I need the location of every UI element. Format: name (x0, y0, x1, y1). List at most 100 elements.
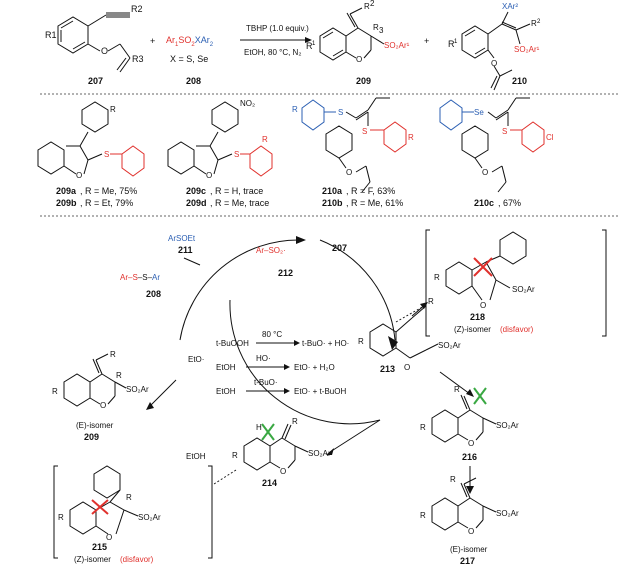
svg-text:R: R (531, 19, 537, 28)
compound-number-207-mech: 207 (332, 243, 347, 253)
example-name-210b: 210b (322, 198, 343, 208)
disulfide-label: Ar–S–S–Ar (120, 273, 160, 282)
svg-text:209c: 209c (186, 186, 206, 196)
reaction-arrow-main: TBHP (1.0 equiv.) EtOH, 80 °C, N₂ (240, 24, 312, 57)
catalytic-cycle-arc (179, 236, 398, 425)
r2-label-207: R2 (131, 4, 143, 14)
disfavor-label-218: (disfavor) (500, 325, 534, 334)
example-name-209c: 209c (186, 186, 206, 196)
svg-text:R: R (116, 371, 122, 380)
svg-text:R: R (306, 41, 313, 51)
intermediate-218-bracketed: O SO₂Ar R 218 (Z)-isomer (disfavor) (425, 229, 607, 337)
svg-text:209d: 209d (186, 198, 207, 208)
plus-sign: + (150, 36, 155, 46)
svg-text:SO₂Ar: SO₂Ar (438, 341, 461, 350)
arrow-213-to-216 (439, 371, 471, 395)
compound-number-207: 207 (88, 76, 103, 86)
dashed-arrow-to-218 (395, 305, 425, 323)
compound-number-211: 211 (178, 245, 193, 255)
svg-text:SO₂Ar: SO₂Ar (126, 385, 149, 394)
ar1so2-text: Ar (166, 35, 175, 45)
compound-number-214: 214 (262, 478, 277, 488)
example-209a-209b: R O S 209a, R = Me, 75% 209b, R = Et, 79… (37, 101, 145, 208)
svg-text:R: R (358, 337, 364, 346)
example-name-209d: 209d (186, 198, 207, 208)
condition-line-2: EtOH, 80 °C, N₂ (244, 48, 301, 57)
z-isomer-label-218: (Z)-isomer (454, 325, 491, 334)
svg-text:, R = Me, 75%: , R = Me, 75% (80, 186, 137, 196)
dashed-arrow-to-215 (213, 469, 237, 485)
intermediate-215-bracketed: O R SO₂Ar R 215 (Z)-isomer (disfavor) (53, 465, 213, 564)
etoh-bottom-label: EtOH (186, 452, 206, 461)
svg-text:O: O (280, 467, 286, 476)
oxygen-label: O (101, 46, 108, 56)
svg-text:, R = Me, 61%: , R = Me, 61% (346, 198, 403, 208)
compound-number-209-mech: 209 (84, 432, 99, 442)
disulfide-full: Ar–S–S–Ar (130, 263, 170, 272)
compound-number-216: 216 (462, 452, 477, 462)
rxn1-reactant: t-BuOOH (216, 339, 249, 348)
svg-text:O: O (491, 59, 497, 68)
rxn2-reagent: HO· (256, 354, 271, 363)
svg-text:O: O (76, 171, 82, 180)
example-name-209b: 209b (56, 198, 77, 208)
compound-number-209-top: 209 (356, 76, 371, 86)
svg-text:H: H (256, 423, 262, 432)
svg-text:1: 1 (312, 41, 316, 47)
compound-number-210-top: 210 (512, 76, 527, 86)
svg-text:S: S (502, 127, 507, 136)
intermediate-216: O R SO₂Ar R 216 (420, 385, 519, 462)
arrow-213-to-214 (329, 419, 381, 453)
svg-text:, R = F, 63%: , R = F, 63% (346, 186, 395, 196)
svg-text:+: + (424, 36, 429, 46)
svg-text:210c: 210c (474, 198, 494, 208)
rxn3-reactant: EtOH (216, 387, 236, 396)
rxn3-reagent: t-BuO· (254, 378, 278, 387)
rxn3-products: EtO· + t-BuOH (294, 387, 346, 396)
svg-text:R: R (373, 23, 379, 32)
rxn1-products: t-BuO· + HO· (302, 339, 349, 348)
svg-text:O: O (468, 527, 474, 536)
svg-text:O: O (482, 168, 488, 177)
reactant-207: O (57, 12, 131, 73)
svg-text:O: O (346, 168, 352, 177)
svg-text:O: O (106, 533, 112, 542)
svg-text:O: O (468, 439, 474, 448)
product-217: O R SO₂Ar R (E)-isomer 217 (420, 475, 519, 566)
arsoet-label: ArSOEt (168, 234, 196, 243)
svg-text:S: S (234, 150, 239, 159)
svg-text:R: R (428, 297, 434, 306)
compound-number-215: 215 (92, 542, 107, 552)
intermediate-213: O R SO₂Ar R 213 (358, 297, 461, 374)
example-name-210c: 210c (474, 198, 494, 208)
example-name-210a: 210a (322, 186, 343, 196)
svg-text:SO₂Ar: SO₂Ar (496, 509, 519, 518)
svg-text:R: R (420, 423, 426, 432)
eto-radical-label: EtO· (188, 355, 204, 364)
svg-text:XAr²: XAr² (502, 2, 518, 11)
svg-text:SO₂Ar: SO₂Ar (496, 421, 519, 430)
compound-number-208-mech: 208 (146, 289, 161, 299)
example-210a-210b: R S S R O 210a, R = F, 63% 210b, R = Me,… (292, 97, 414, 208)
svg-text:O: O (100, 401, 106, 410)
svg-text:2: 2 (537, 19, 541, 25)
svg-text:R: R (420, 511, 426, 520)
e-isomer-label-209: (E)-isomer (76, 421, 114, 430)
svg-text:R: R (450, 475, 456, 484)
svg-text:2: 2 (370, 0, 375, 8)
svg-text:R: R (454, 385, 460, 394)
sulfonyl-radical-label: Ar–SO₂· (256, 246, 286, 255)
svg-text:, R = Et, 79%: , R = Et, 79% (80, 198, 133, 208)
svg-text:O: O (404, 363, 410, 372)
compound-number-208: 208 (186, 76, 201, 86)
radical-initiation-reactions: t-BuOOH 80 °C t-BuO· + HO· EtOH HO· EtO·… (216, 330, 349, 396)
svg-text:SO₂Ar: SO₂Ar (512, 285, 535, 294)
r1-label-207: R1 (45, 30, 57, 40)
rxn2-reactant: EtOH (216, 363, 236, 372)
svg-text:SO₂Ar: SO₂Ar (138, 513, 161, 522)
svg-text:SO₂Ar¹: SO₂Ar¹ (384, 41, 410, 50)
svg-text:R: R (126, 493, 132, 502)
disfavor-label-215: (disfavor) (120, 555, 154, 564)
arrow-to-209 (149, 379, 177, 407)
